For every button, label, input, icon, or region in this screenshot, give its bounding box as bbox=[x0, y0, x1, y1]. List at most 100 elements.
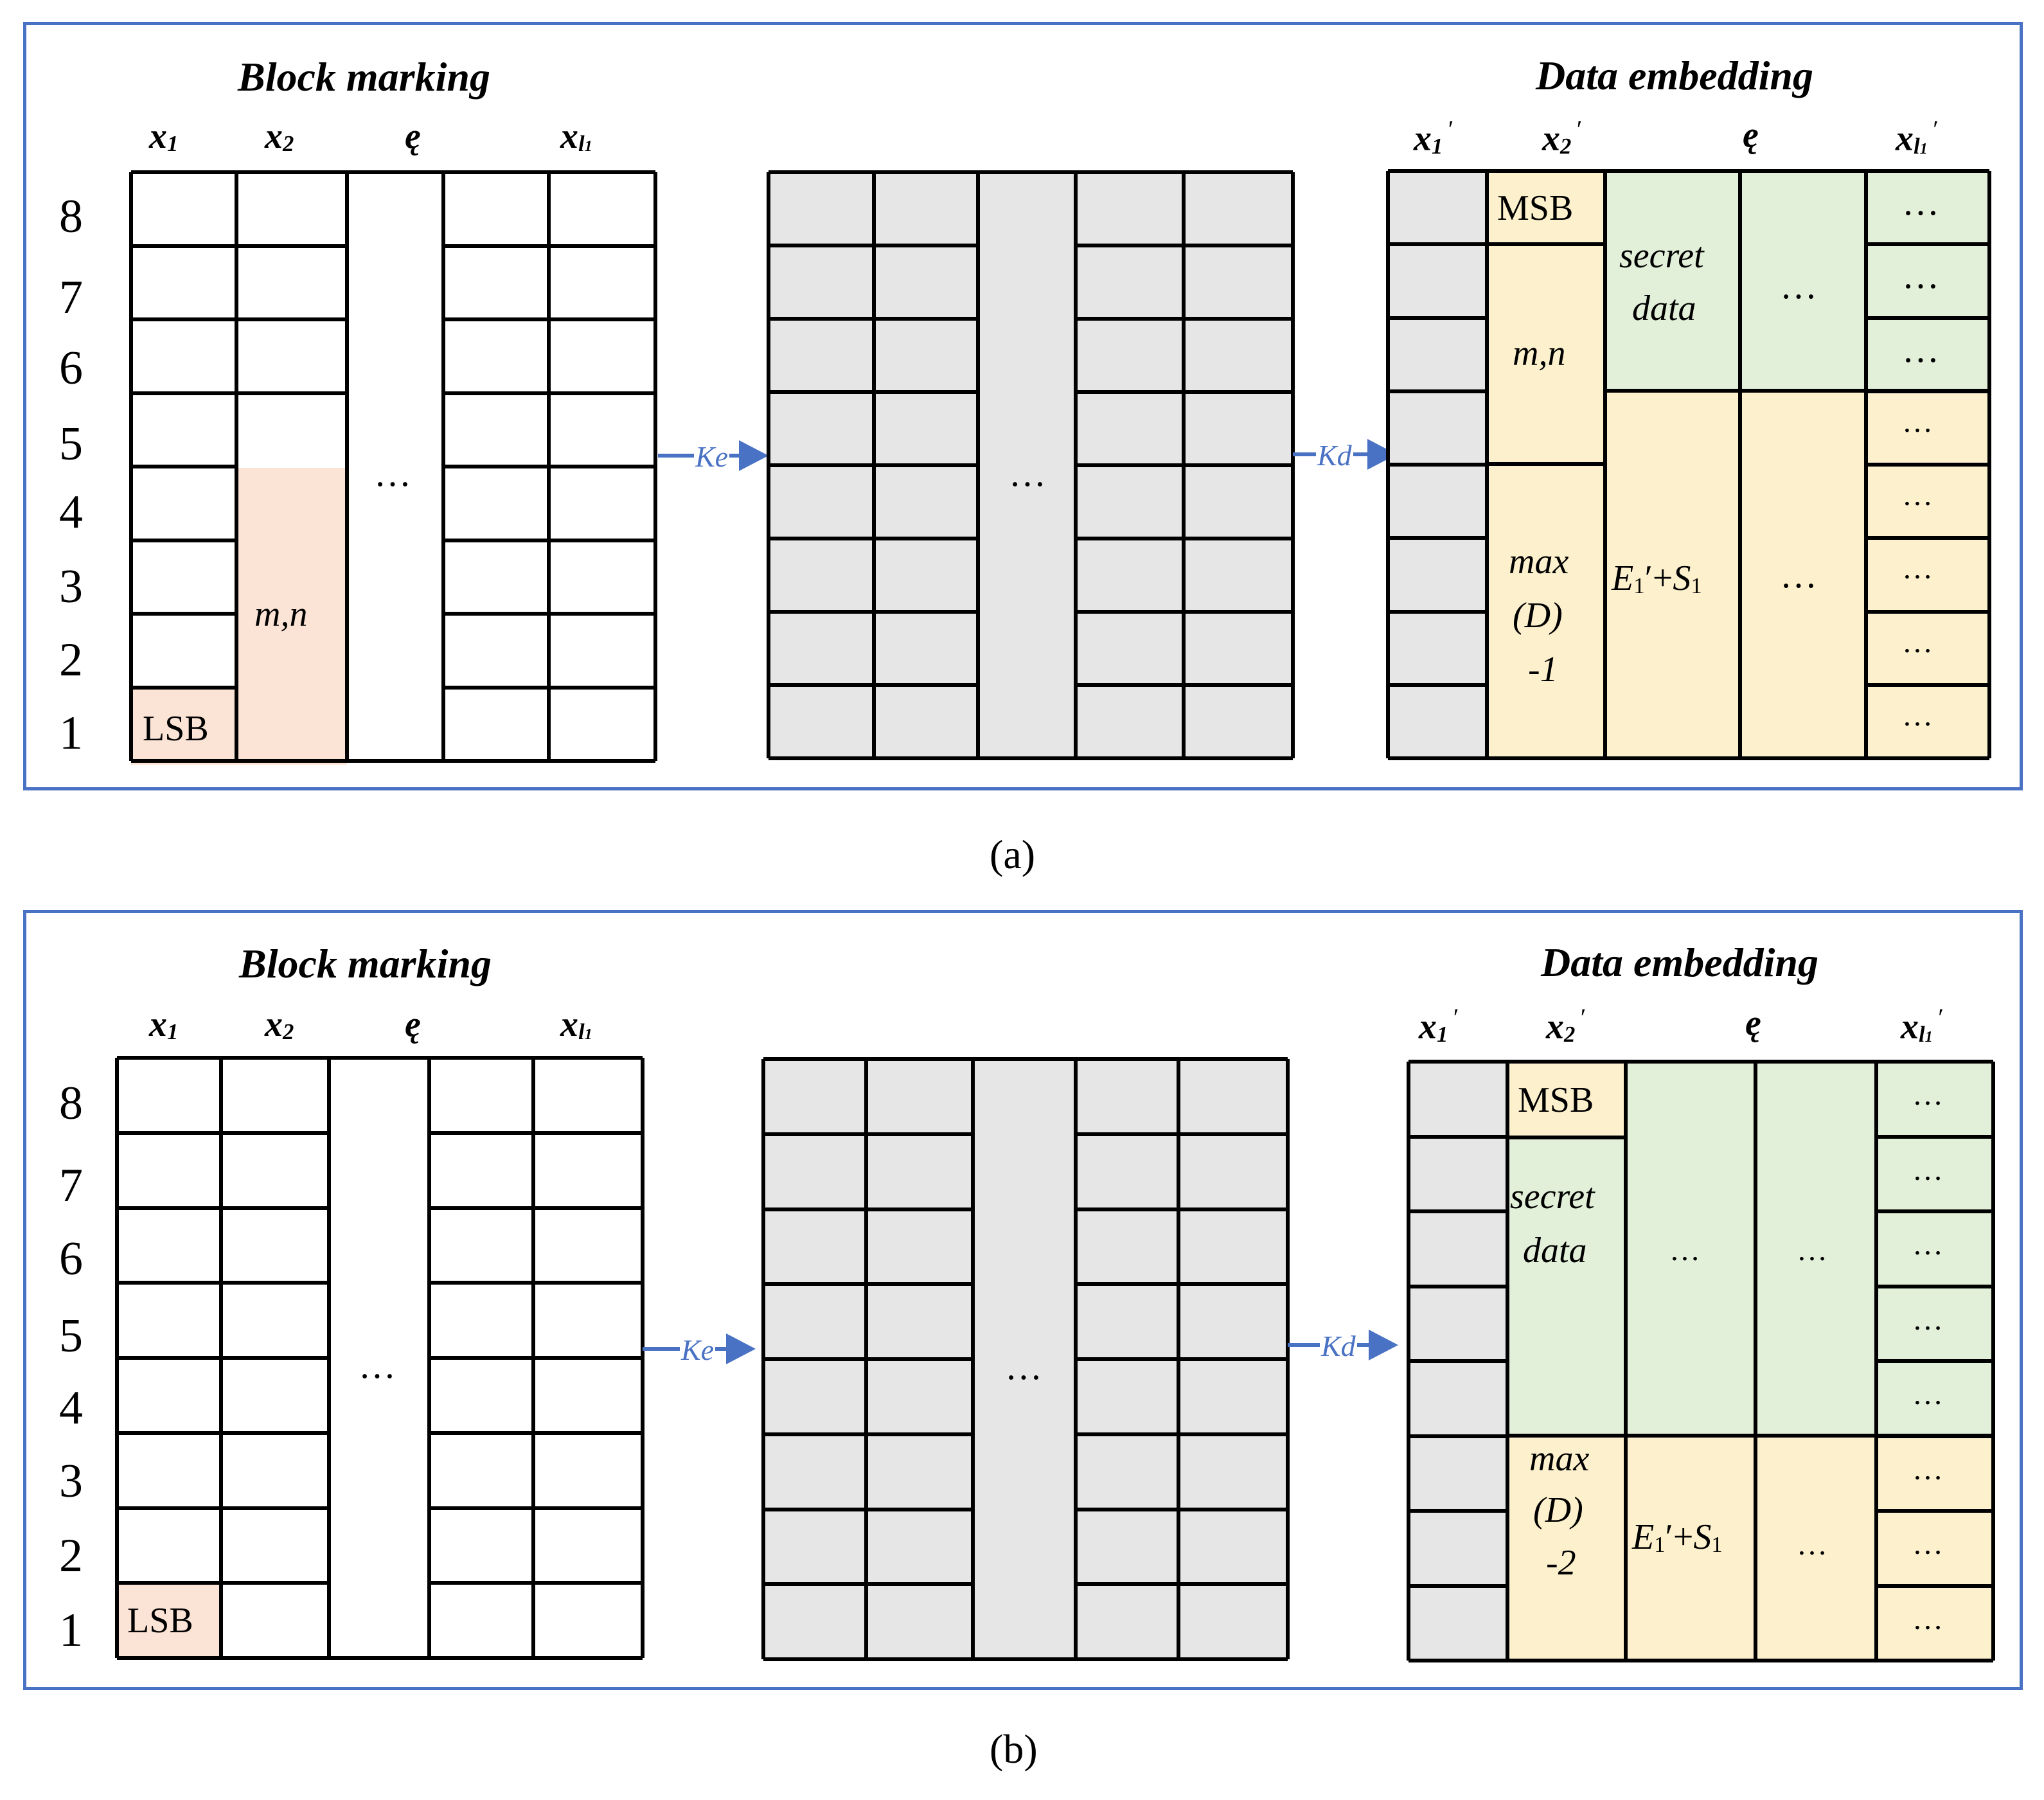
grid-row-line bbox=[763, 1657, 1288, 1661]
grid-line bbox=[1388, 389, 1487, 393]
panel-b-row-number-3: 3 bbox=[59, 1455, 83, 1508]
grid-row-line bbox=[117, 1206, 329, 1210]
panel-a-xl-cell-ellipsis: … bbox=[1902, 551, 1933, 586]
panel-b-row-number-5: 5 bbox=[59, 1310, 83, 1362]
grid-row-line bbox=[1076, 1507, 1288, 1511]
grid-line bbox=[1876, 1434, 1993, 1438]
grid-line bbox=[1866, 682, 1989, 687]
grid-line bbox=[1409, 1209, 1507, 1213]
grid-line bbox=[1876, 1284, 1993, 1288]
panel-a-secret-label-1: secret bbox=[1619, 236, 1704, 276]
grid-line bbox=[1388, 609, 1487, 614]
grid-col-line bbox=[115, 1058, 119, 1658]
panel-a-xl-cell-ellipsis: … bbox=[1902, 404, 1933, 439]
panel-b-secret-label-1: secret bbox=[1510, 1177, 1595, 1216]
grid-col-line bbox=[1286, 1059, 1290, 1659]
grid-row-line bbox=[131, 612, 236, 616]
grid-row-line bbox=[763, 1582, 973, 1587]
panel-a-row-number-3: 3 bbox=[59, 560, 83, 613]
grid-line bbox=[1487, 242, 1605, 246]
panel-b-arrow-ke-head bbox=[726, 1333, 756, 1364]
grid-row-line bbox=[429, 1281, 643, 1285]
panel-a-frame bbox=[23, 22, 2023, 790]
panel-b-green-ellipsis-1: … bbox=[1669, 1233, 1700, 1267]
panel-a-green-ellipsis: … bbox=[1780, 265, 1817, 307]
grid-line bbox=[1388, 463, 1487, 467]
panel-b-key-ke: Ke bbox=[680, 1333, 716, 1366]
panel-b-xl-cell-ellipsis: … bbox=[1912, 1227, 1943, 1261]
grid-row-line bbox=[117, 1430, 329, 1435]
panel-a-encrypted-grid: … bbox=[767, 170, 1295, 760]
panel-a-arrow-ke-head bbox=[739, 440, 769, 471]
grid-row-line bbox=[429, 1206, 643, 1210]
grid-line bbox=[1409, 1509, 1507, 1513]
panel-a-row-number-8: 8 bbox=[59, 190, 83, 243]
panel-a-msb-label: MSB bbox=[1497, 188, 1574, 228]
grid-col-line bbox=[1074, 1059, 1078, 1659]
grid-col-line bbox=[872, 172, 876, 758]
panel-a-e-label: E1′+S1 bbox=[1612, 558, 1702, 599]
panel-a-col-x2: x2 bbox=[265, 116, 294, 157]
grid-row-line bbox=[131, 465, 236, 468]
panel-b-xl-cell-ellipsis: … bbox=[1912, 1078, 1943, 1112]
grid-row-line bbox=[1076, 1432, 1288, 1436]
grid-row-line bbox=[763, 1282, 973, 1287]
panel-a-row-number-5: 5 bbox=[59, 418, 83, 470]
grid-row-line bbox=[769, 170, 1293, 174]
grid-col-line bbox=[641, 1058, 644, 1658]
grid-row-line bbox=[429, 1430, 643, 1435]
grid-col-line bbox=[864, 1059, 868, 1659]
grid-line bbox=[1409, 1134, 1507, 1139]
panel-a-row-number-7: 7 bbox=[59, 271, 83, 324]
grid-row-line bbox=[131, 170, 655, 174]
panel-a-row-number-2: 2 bbox=[59, 634, 83, 686]
grid-row-line bbox=[131, 317, 347, 321]
grid-col-line bbox=[427, 1058, 431, 1658]
grid-line bbox=[1409, 1659, 1993, 1662]
grid-col-line bbox=[1177, 1059, 1180, 1659]
grid-row-line bbox=[1076, 1582, 1288, 1587]
panel-b-green-area bbox=[1626, 1062, 1993, 1436]
panel-b-xl-cell-ellipsis: … bbox=[1912, 1302, 1943, 1337]
panel-b-title-block-marking: Block marking bbox=[239, 941, 492, 986]
panel-a-xl-cell-ellipsis: … bbox=[1902, 478, 1933, 512]
grid-line bbox=[1876, 1583, 1993, 1588]
grid-row-line bbox=[763, 1357, 973, 1361]
panel-a-xl-cell-ellipsis: … bbox=[1902, 181, 1939, 223]
grid-line bbox=[1388, 756, 1989, 760]
grid-row-line bbox=[1076, 1132, 1288, 1136]
panel-a-key-kd: Kd bbox=[1316, 439, 1353, 472]
grid-row-line bbox=[131, 391, 347, 395]
grid-line bbox=[1507, 1136, 1626, 1139]
grid-line bbox=[1388, 242, 1487, 247]
panel-a-max-label-3: -1 bbox=[1528, 650, 1558, 690]
panel-a-mn-label: m,n bbox=[254, 594, 308, 634]
panel-a-col-xl-prime: xl1′ bbox=[1896, 116, 1937, 159]
panel-a-key-ke: Ke bbox=[694, 440, 730, 473]
grid-line bbox=[1866, 316, 1989, 320]
grid-row-line bbox=[131, 685, 236, 690]
panel-a-xl-cell-ellipsis: … bbox=[1902, 698, 1933, 733]
grid-col-line bbox=[129, 172, 133, 761]
panel-b-green-ellipsis-2: … bbox=[1797, 1233, 1827, 1267]
panel-b-left-ellipsis: … bbox=[359, 1344, 396, 1386]
grid-row-line bbox=[117, 1656, 643, 1660]
grid-col-line bbox=[235, 172, 238, 761]
panel-b-max-label-2: (D) bbox=[1533, 1490, 1583, 1530]
grid-line bbox=[1866, 242, 1989, 247]
panel-a-e-cell bbox=[1605, 391, 1989, 758]
grid-col-line bbox=[971, 1059, 975, 1659]
grid-line bbox=[1626, 1434, 1993, 1438]
panel-b-col-x2: x2 bbox=[265, 1004, 294, 1045]
panel-b-row-number-7: 7 bbox=[59, 1159, 83, 1212]
grid-line bbox=[1603, 171, 1607, 758]
panel-a-row-number-1: 1 bbox=[59, 707, 83, 760]
grid-line bbox=[1409, 1434, 1507, 1438]
panel-a-lsb-cell bbox=[131, 689, 236, 765]
panel-a-col-xl: xl1 bbox=[560, 116, 592, 157]
panel-a-col-x1: x1 bbox=[149, 116, 179, 157]
panel-b-e-cell bbox=[1626, 1436, 1993, 1661]
panel-b-xl-cell-ellipsis: … bbox=[1912, 1601, 1943, 1636]
grid-line bbox=[1409, 1583, 1507, 1588]
panel-b-xl-cell-ellipsis: … bbox=[1912, 1452, 1943, 1486]
